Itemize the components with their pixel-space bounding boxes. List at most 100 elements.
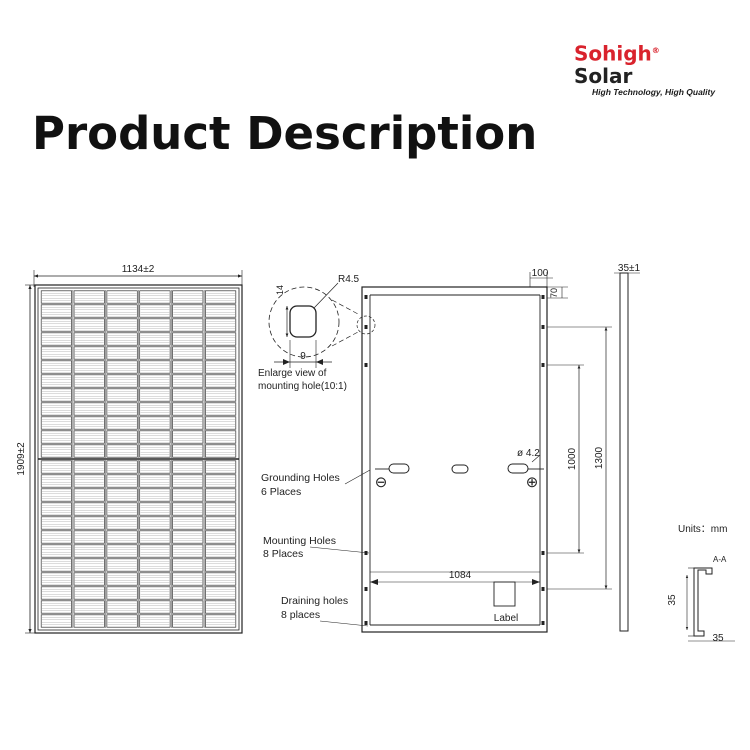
detail-caption-line2: mounting hole(10:1) — [258, 381, 347, 392]
solar-cell — [73, 360, 105, 374]
solar-cell — [172, 416, 204, 430]
units-label: Units：mm — [678, 524, 727, 535]
solar-cell — [172, 402, 204, 416]
solar-cell — [40, 614, 72, 628]
grounding-callout-line2: 6 Places — [261, 486, 301, 498]
solar-cell — [40, 586, 72, 600]
solar-cell — [40, 304, 72, 318]
back-outer-frame — [361, 286, 548, 633]
negative-terminal-icon: ⊖ — [375, 474, 388, 491]
solar-cell — [172, 304, 204, 318]
solar-cell — [106, 530, 138, 544]
solar-cell — [40, 572, 72, 586]
solar-cell — [172, 444, 204, 458]
solar-cell — [106, 572, 138, 586]
detail-slot-hole — [289, 305, 317, 338]
solar-cell — [40, 600, 72, 614]
solar-cell — [139, 402, 171, 416]
solar-cell — [106, 332, 138, 346]
solar-cell — [205, 374, 237, 388]
solar-cell — [73, 374, 105, 388]
frame-hole — [364, 587, 368, 591]
section-label: A-A — [713, 555, 727, 564]
hole-dia-label: ø 4.2 — [517, 448, 540, 459]
solar-cell — [205, 516, 237, 530]
solar-cell — [73, 332, 105, 346]
solar-cell — [40, 318, 72, 332]
solar-cell — [106, 544, 138, 558]
solar-cell — [40, 502, 72, 516]
solar-cell — [106, 502, 138, 516]
solar-cell — [139, 516, 171, 530]
solar-cell — [172, 502, 204, 516]
solar-cell — [73, 430, 105, 444]
solar-cell — [139, 304, 171, 318]
side-thickness-label: 35±1 — [618, 263, 641, 274]
solar-cell — [106, 304, 138, 318]
solar-cell — [139, 586, 171, 600]
solar-cell — [205, 600, 237, 614]
detail-height-label: 14 — [275, 285, 285, 295]
solar-cell — [172, 572, 204, 586]
solar-cell — [139, 360, 171, 374]
solar-cell — [106, 346, 138, 360]
solar-cell — [205, 346, 237, 360]
solar-cell — [40, 530, 72, 544]
detail-source-circle — [356, 315, 376, 335]
frame-hole — [541, 295, 545, 299]
solar-cell — [205, 318, 237, 332]
section-view: Units：mm A-A 35 35 — [667, 524, 735, 644]
solar-cell — [172, 544, 204, 558]
solar-cell — [172, 558, 204, 572]
solar-cell — [73, 290, 105, 304]
solar-cell — [73, 416, 105, 430]
solar-cell — [40, 444, 72, 458]
brand-logo: Sohigh® Solar High Technology, High Qual… — [574, 40, 724, 97]
solar-cell — [172, 614, 204, 628]
solar-cell — [73, 530, 105, 544]
solar-cell — [139, 416, 171, 430]
solar-cell — [205, 460, 237, 474]
solar-cell — [73, 460, 105, 474]
frame-hole — [541, 325, 545, 329]
section-height-label: 35 — [667, 594, 678, 606]
solar-cell — [139, 530, 171, 544]
front-view: 1134±2 1909±2 — [16, 264, 243, 634]
positive-terminal-icon: ⊕ — [526, 474, 539, 491]
solar-cell — [40, 360, 72, 374]
solar-cell — [73, 614, 105, 628]
solar-cell — [40, 290, 72, 304]
span-1300-label: 1300 — [594, 446, 605, 469]
detail-circle — [268, 286, 340, 358]
solar-cell — [205, 360, 237, 374]
solar-cell — [73, 488, 105, 502]
detail-width-label: 9 — [300, 351, 306, 362]
solar-cell — [139, 544, 171, 558]
solar-cell — [172, 346, 204, 360]
solar-cell — [205, 530, 237, 544]
draining-leader — [319, 620, 369, 627]
solar-cell — [106, 516, 138, 530]
top-offset-label: 100 — [532, 268, 549, 279]
corner-label: 70 — [549, 288, 559, 298]
solar-cell — [106, 416, 138, 430]
draining-callout-line1: Draining holes — [281, 595, 348, 607]
junction-slot-right — [507, 463, 529, 474]
solar-cell — [172, 488, 204, 502]
solar-cell — [73, 516, 105, 530]
solar-cell — [139, 430, 171, 444]
solar-cell — [106, 474, 138, 488]
back-view: 1084 Label ⊖ ⊕ ø 4.2 100 70 1000 1300 — [361, 268, 612, 633]
side-view: 35±1 — [614, 263, 641, 632]
solar-cell — [205, 586, 237, 600]
solar-cell — [172, 430, 204, 444]
section-profile — [693, 567, 713, 637]
solar-cell — [205, 572, 237, 586]
solar-cell — [40, 402, 72, 416]
solar-cell — [139, 488, 171, 502]
solar-cell — [172, 388, 204, 402]
solar-cell — [139, 558, 171, 572]
solar-cell — [205, 502, 237, 516]
frame-hole — [364, 325, 368, 329]
